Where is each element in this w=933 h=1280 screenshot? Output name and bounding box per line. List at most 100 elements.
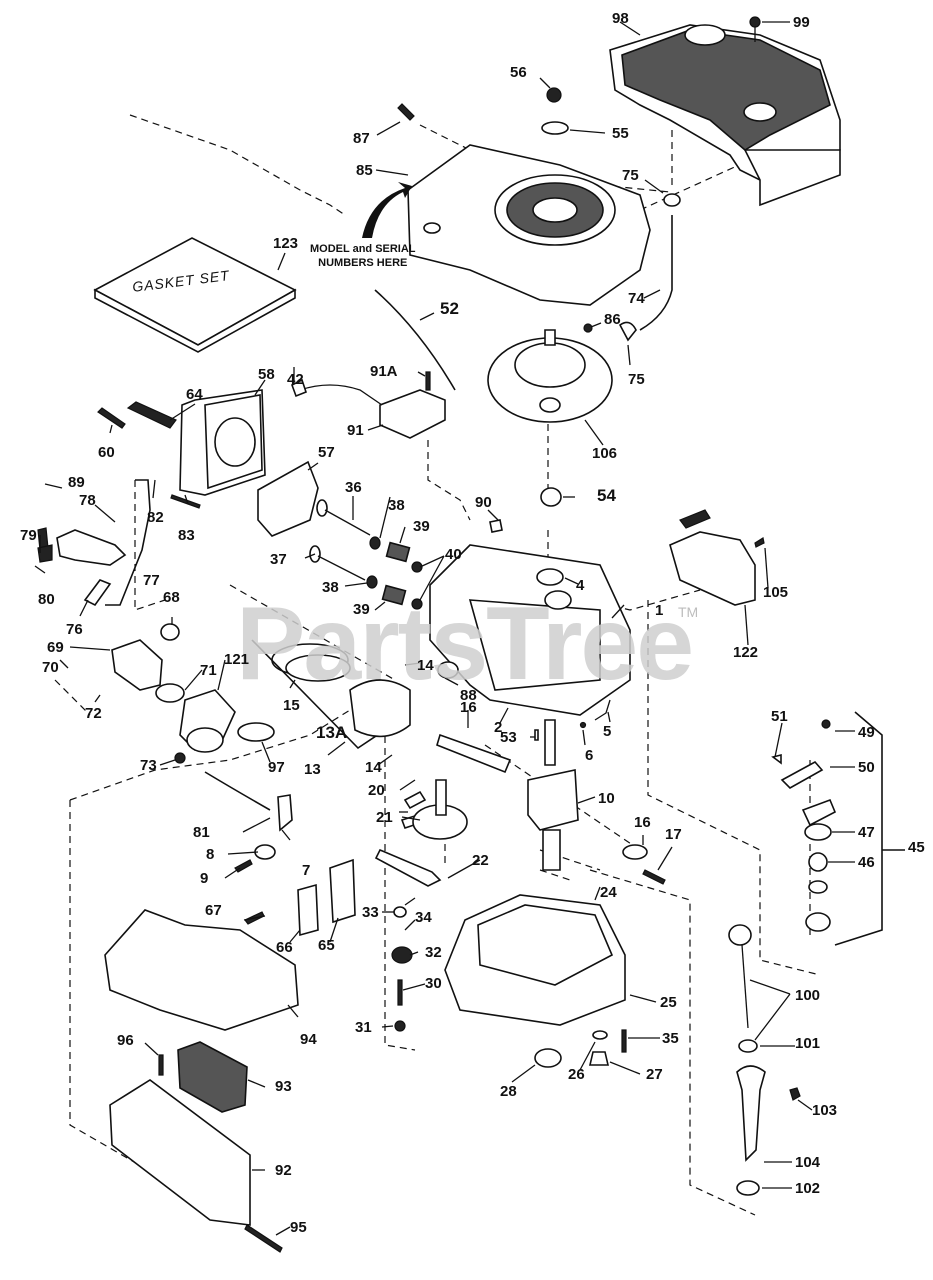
- callout-label: 98: [612, 10, 629, 27]
- part-flywheel: [487, 329, 613, 423]
- part-head-gasket: [257, 460, 319, 537]
- callout-label: 75: [628, 371, 645, 388]
- part-shaft-30: [397, 979, 403, 1006]
- callout-label: 64: [186, 386, 203, 403]
- callout-label: 78: [79, 492, 96, 509]
- callout-label: 91A: [370, 363, 398, 380]
- part-spark-plug: [126, 401, 177, 429]
- part-o-ring-101: [738, 1039, 758, 1053]
- callout-label: 95: [290, 1219, 307, 1236]
- callout-label: 25: [660, 994, 677, 1011]
- callout-label: 14: [417, 657, 434, 674]
- callout-label: 7: [302, 862, 311, 879]
- callout-label: 50: [858, 759, 875, 776]
- part-crankshaft: [527, 719, 579, 871]
- part-fuel-line: [639, 215, 673, 331]
- callout-label: 26: [568, 1066, 585, 1083]
- part-screw-87: [397, 103, 415, 121]
- callout-label: 97: [268, 759, 285, 776]
- callout-label: 57: [318, 444, 335, 461]
- part-clip-75: [618, 321, 637, 342]
- callout-label: 10: [598, 790, 615, 807]
- part-flywheel-nut: [540, 487, 562, 507]
- callout-label: 45: [908, 839, 925, 856]
- callout-label: 91: [347, 422, 364, 439]
- part-screw-95: [244, 1224, 283, 1253]
- part-link-83: [170, 494, 201, 509]
- callout-label: 37: [270, 551, 287, 568]
- part-pin-6: [579, 721, 587, 729]
- part-plug-27: [588, 1051, 610, 1066]
- part-fuel-fitting-kit: [780, 711, 905, 946]
- callout-label: 13: [304, 761, 321, 778]
- callout-label: 87: [353, 130, 370, 147]
- callout-label: 38: [388, 497, 405, 514]
- part-lever-7: [277, 794, 293, 832]
- part-camshaft: [400, 779, 468, 840]
- callout-label: 31: [355, 1019, 372, 1036]
- callout-label: 104: [795, 1154, 821, 1171]
- part-connecting-rod: [436, 733, 512, 774]
- callout-label: 16: [460, 699, 477, 716]
- part-clip-51: [771, 753, 782, 765]
- callout-label: 46: [858, 854, 875, 871]
- callout-label: 1: [655, 602, 664, 619]
- part-gasket-set: [93, 237, 297, 353]
- part-rod-cap: [622, 844, 648, 860]
- callout-label: 89: [68, 474, 85, 491]
- callout-label: 35: [662, 1030, 679, 1047]
- part-oil-seal-28: [534, 1048, 562, 1068]
- callout-label: 82: [147, 509, 164, 526]
- callout-label: 99: [793, 14, 810, 31]
- callout-label: 6: [585, 747, 594, 764]
- callout-label: 42: [287, 371, 304, 388]
- part-nut-68: [160, 623, 180, 641]
- part-grommet: [663, 193, 681, 207]
- callout-label: 60: [98, 444, 115, 461]
- part-cylinder-block: [429, 544, 631, 716]
- part-recoil-starter: [669, 509, 756, 606]
- part-governor-gear: [391, 946, 413, 964]
- callout-label: 21: [376, 809, 393, 826]
- watermark-trademark: TM: [678, 604, 699, 620]
- part-pin-33: [393, 906, 407, 918]
- callout-label: 15: [283, 697, 300, 714]
- callout-label: 75: [622, 167, 639, 184]
- callout-label: 73: [140, 757, 157, 774]
- part-governor-link: [204, 771, 271, 811]
- callout-label: 20: [368, 782, 385, 799]
- part-muffler-plate: [297, 883, 319, 937]
- part-blower-housing: [407, 144, 651, 306]
- part-cylinder-head: [179, 389, 266, 496]
- part-washer-55: [541, 121, 569, 135]
- part-ground-wire: [374, 289, 456, 391]
- part-piston: [251, 639, 411, 750]
- part-valves: [309, 499, 423, 610]
- callout-label: 80: [38, 591, 55, 608]
- callout-label: 22: [472, 852, 489, 869]
- callout-label: 49: [858, 724, 875, 741]
- part-screw-103: [789, 1087, 801, 1101]
- part-air-shroud: [609, 16, 841, 207]
- model-serial-note: MODEL and SERIAL NUMBERS HERE: [310, 243, 416, 271]
- part-o-ring-102: [736, 1180, 760, 1196]
- watermark-text: PartsTree: [236, 586, 694, 702]
- callout-label: 14: [365, 759, 382, 776]
- callout-label: 79: [20, 527, 37, 544]
- callout-label: 39: [413, 518, 430, 535]
- model-serial-arrow-icon: [362, 182, 412, 238]
- model-serial-note-line-1: MODEL and SERIAL: [310, 243, 416, 255]
- callout-label: 92: [275, 1162, 292, 1179]
- callout-label: 54: [597, 486, 616, 505]
- part-clamp: [583, 323, 593, 333]
- callout-label: 38: [322, 579, 339, 596]
- callout-label: 58: [258, 366, 275, 383]
- part-washer-26: [592, 1030, 608, 1040]
- callout-label: 36: [345, 479, 362, 496]
- part-screw-91a: [425, 371, 431, 391]
- part-carburetor: [111, 639, 275, 753]
- callout-label: 47: [858, 824, 875, 841]
- part-nut-88: [437, 661, 459, 679]
- callout-label: 52: [440, 299, 459, 318]
- callout-label: 96: [117, 1032, 134, 1049]
